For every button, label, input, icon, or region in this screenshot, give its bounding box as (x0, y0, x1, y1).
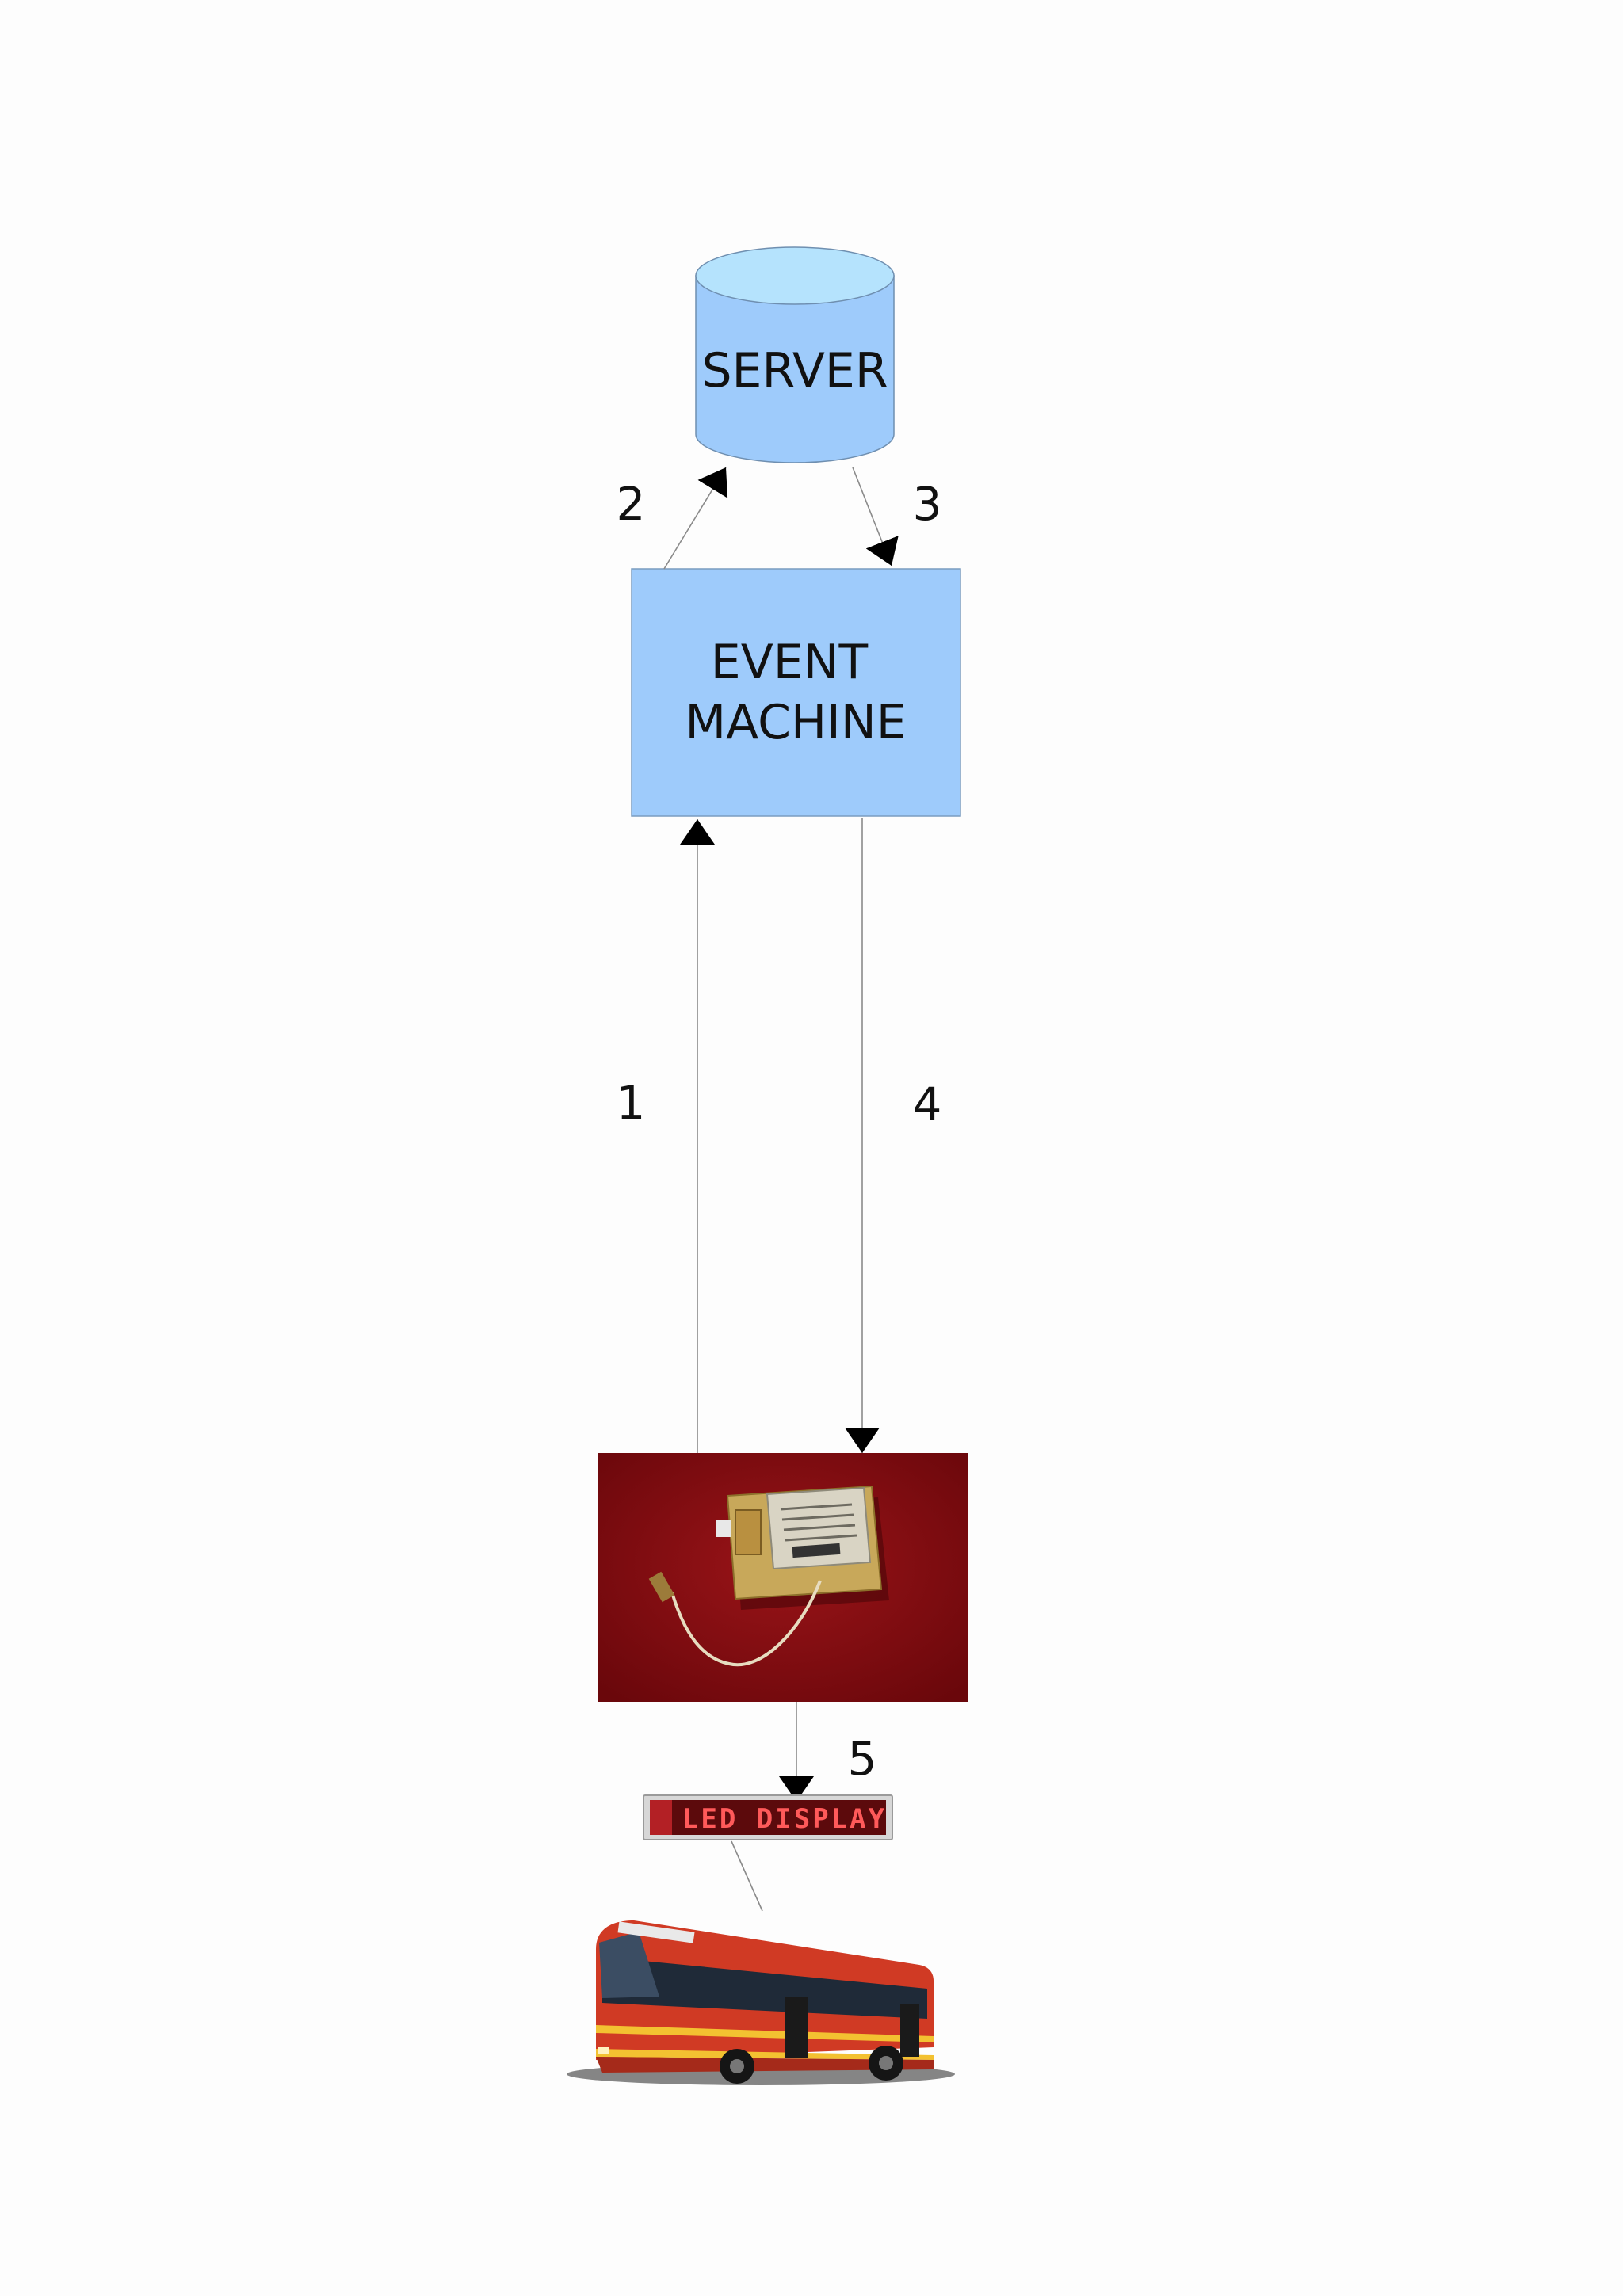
led-display-icon: LED DISPLAY (643, 1794, 893, 1840)
step-label-3: 3 (913, 477, 942, 531)
led-display-text: LED DISPLAY (682, 1803, 887, 1835)
step-label-2: 2 (617, 477, 646, 531)
arrow-2-event-to-server (663, 467, 728, 570)
step-label-1: 1 (617, 1076, 646, 1130)
event-machine-node: EVENT MACHINE (631, 568, 961, 817)
server-label: SERVER (701, 343, 888, 399)
server-node: SERVER (695, 246, 895, 463)
step-label-5: 5 (848, 1732, 877, 1786)
event-machine-label-line-1: EVENT (711, 635, 869, 690)
bus-photo-icon (567, 1920, 955, 2085)
step-label-4: 4 (913, 1077, 942, 1131)
event-machine-label-line-2: MACHINE (685, 695, 906, 750)
arrow-3-server-to-event (852, 467, 899, 566)
led-to-bus-connector (731, 1840, 763, 1912)
gps-module-photo-icon (598, 1453, 968, 1702)
